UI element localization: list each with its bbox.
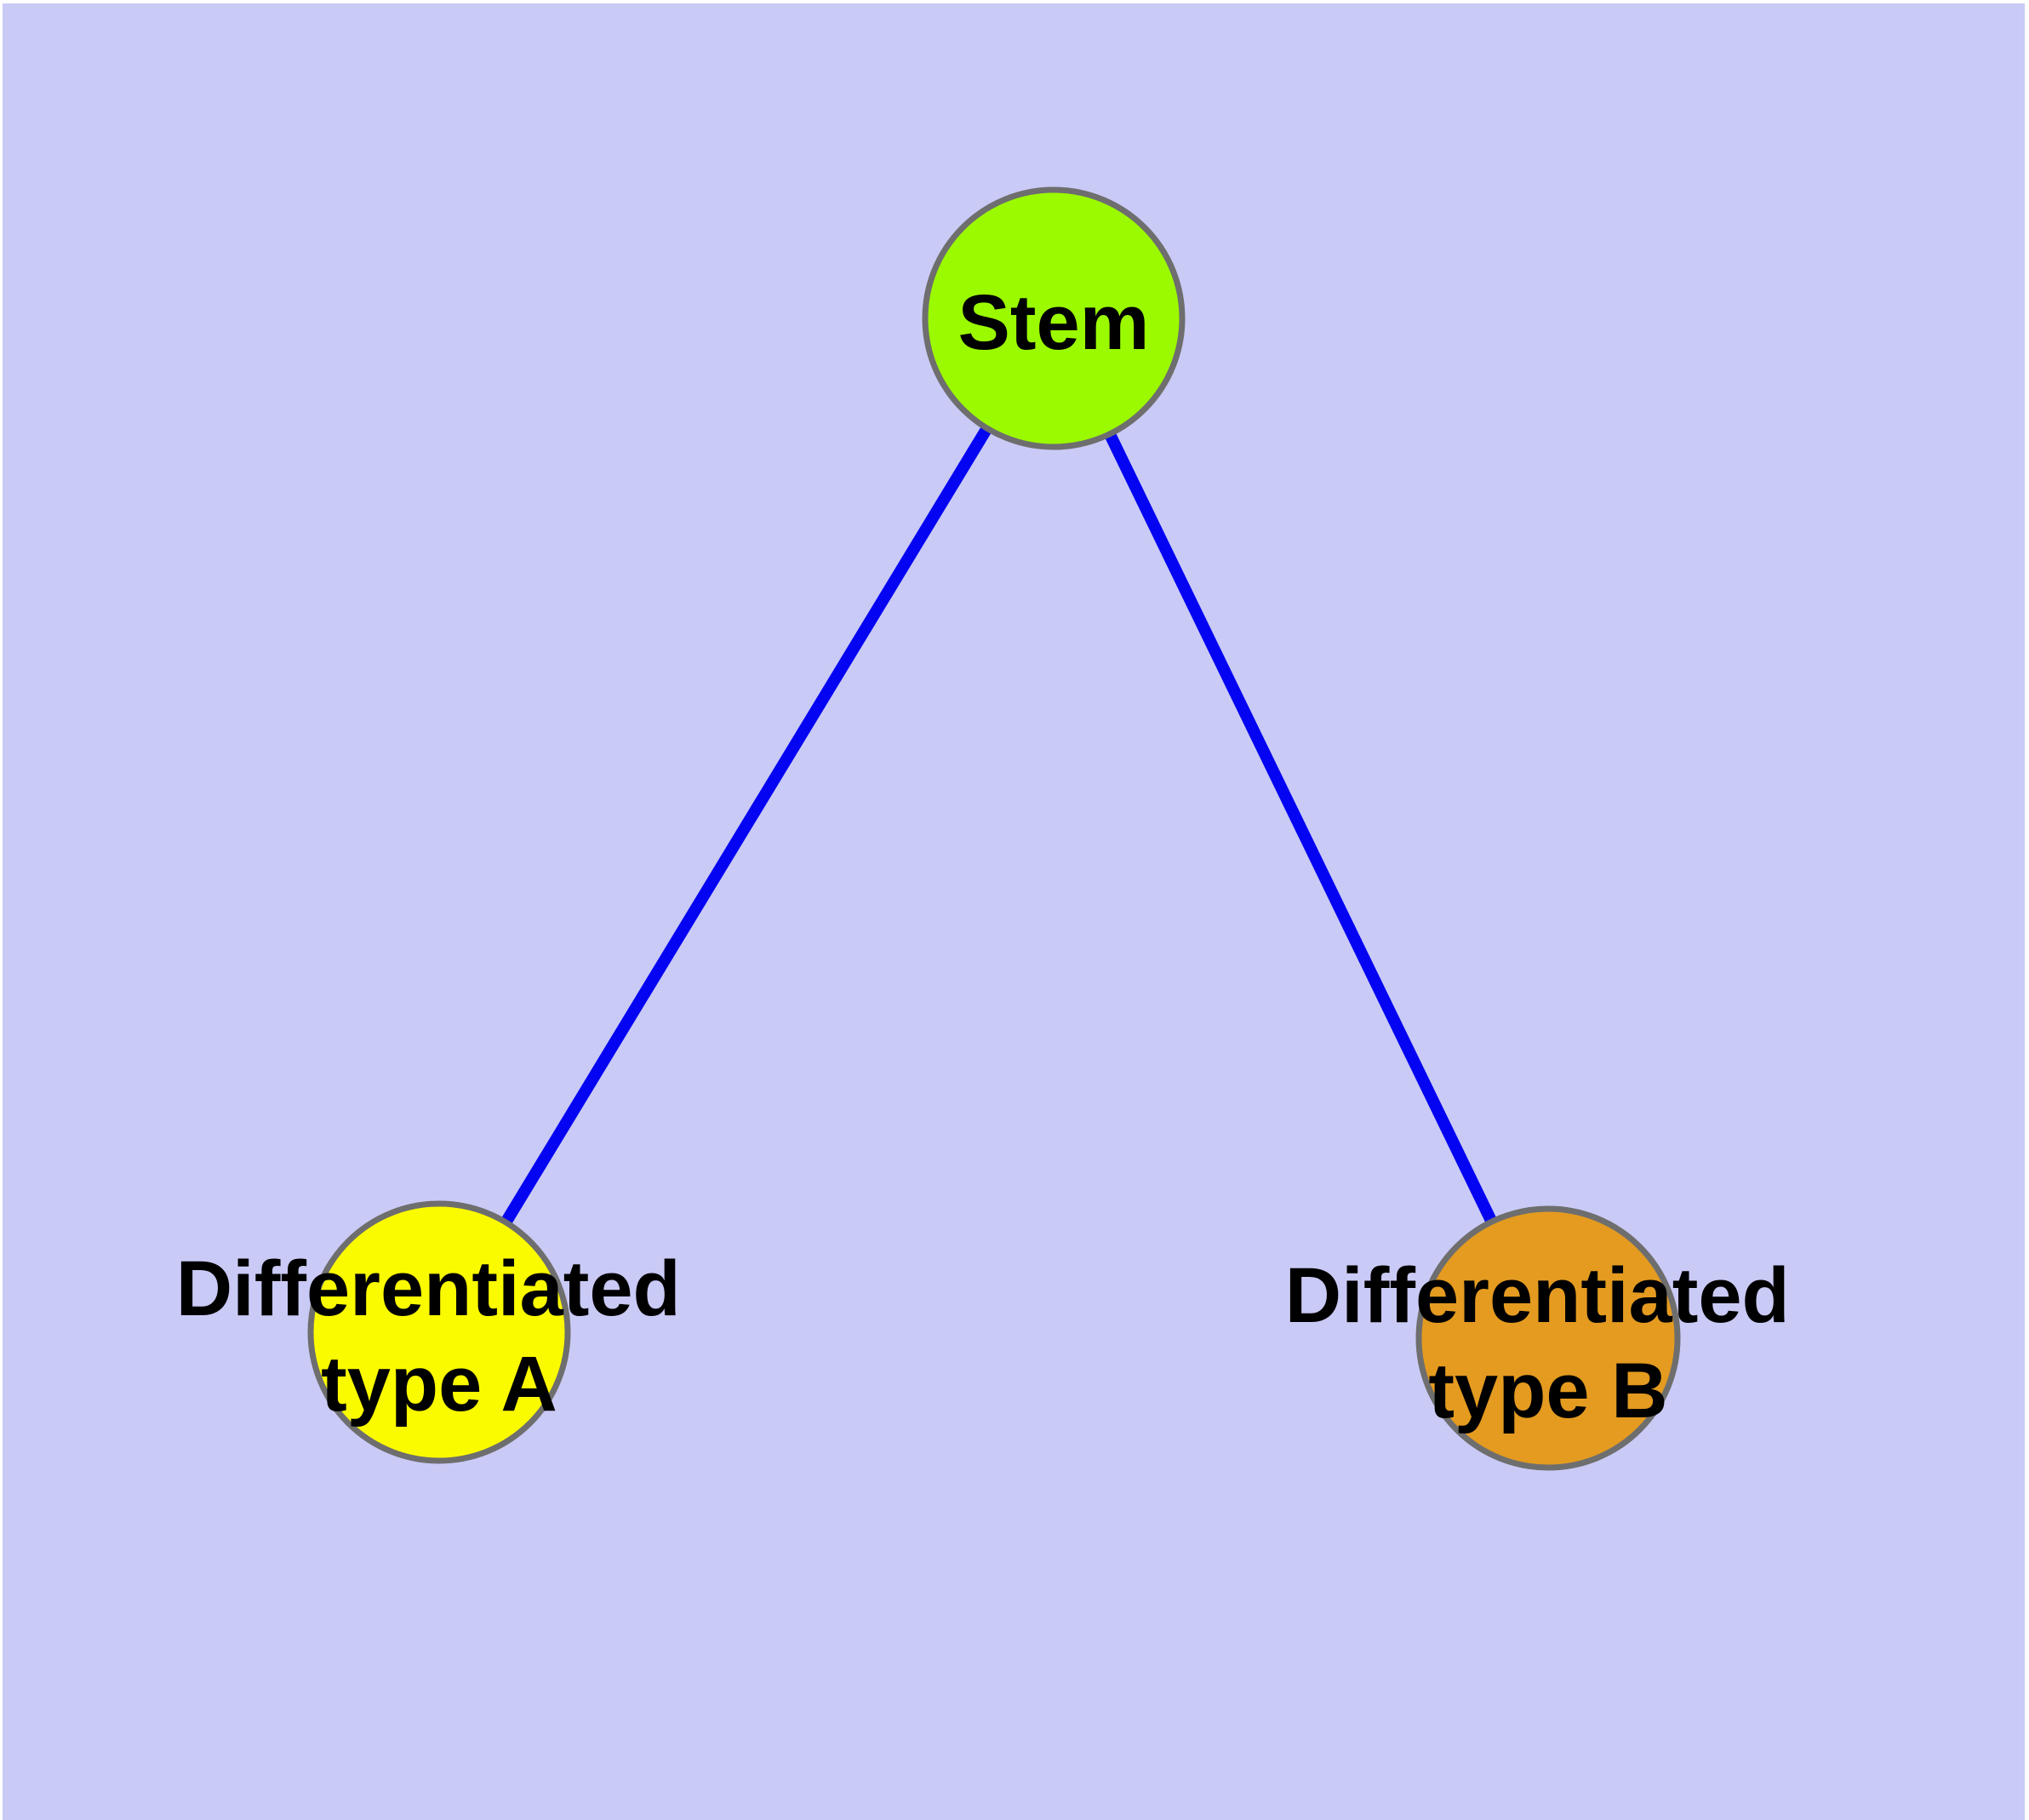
type-b-label-line1: Differentiated — [1285, 1252, 1790, 1339]
type-b-label-line2: type B — [1428, 1348, 1667, 1434]
type-a-label-line2: type A — [321, 1341, 557, 1428]
stem-node-label: Stem — [958, 279, 1150, 366]
edge-stem-to-type-b — [1048, 315, 1554, 1342]
stem-node — [922, 186, 1186, 450]
type-a-node-label: Differentiated type A — [176, 1245, 703, 1428]
type-a-label-line1: Differentiated — [176, 1245, 681, 1332]
type-a-node — [307, 1200, 571, 1464]
type-b-node-label: Differentiated type B — [1285, 1252, 1812, 1434]
edge-stem-to-type-a — [434, 315, 1059, 1336]
type-b-node — [1415, 1205, 1681, 1471]
